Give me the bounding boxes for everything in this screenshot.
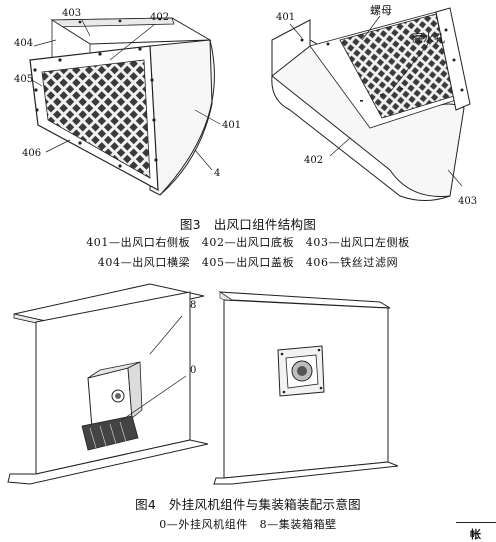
- label-403: 403: [62, 8, 82, 19]
- fig4-caption-title: 图4 外挂风机组件与集装箱装配示意图: [135, 497, 361, 512]
- fig3-legend-line1: 401—出风口右侧板 402—出风口底板 403—出风口左侧板: [86, 236, 410, 249]
- label-405: 405: [14, 74, 34, 85]
- corner-rule: [456, 522, 496, 523]
- label-402: 402: [150, 12, 170, 23]
- fig3-right-drawing: [271, 7, 471, 201]
- label-drain-hole: 漏水孔: [412, 32, 445, 45]
- fig3-left-drawing: [29, 17, 221, 196]
- label-0: 0: [190, 365, 197, 376]
- label-401: 401: [222, 120, 242, 131]
- label-403-right: 403: [458, 196, 478, 207]
- label-4: 4: [214, 168, 221, 179]
- corner-text: 帐: [470, 528, 481, 541]
- fig3-legend-line2: 404—出风口横梁 405—出风口盖板 406—铁丝过滤网: [97, 256, 399, 269]
- label-8: 8: [190, 300, 197, 311]
- fig4-left-drawing: [7, 283, 209, 485]
- label-401-right: 401: [276, 12, 296, 23]
- label-402-right: 402: [304, 155, 324, 166]
- label-404: 404: [14, 38, 34, 49]
- fig4-right-drawing: [213, 291, 399, 485]
- fig3-caption-title: 图3 出风口组件结构图: [179, 217, 317, 232]
- label-406: 406: [22, 148, 42, 159]
- fig4-legend-line1: 0—外挂风机组件 8—集装箱箱壁: [159, 518, 337, 531]
- label-nut: 螺母: [370, 4, 392, 17]
